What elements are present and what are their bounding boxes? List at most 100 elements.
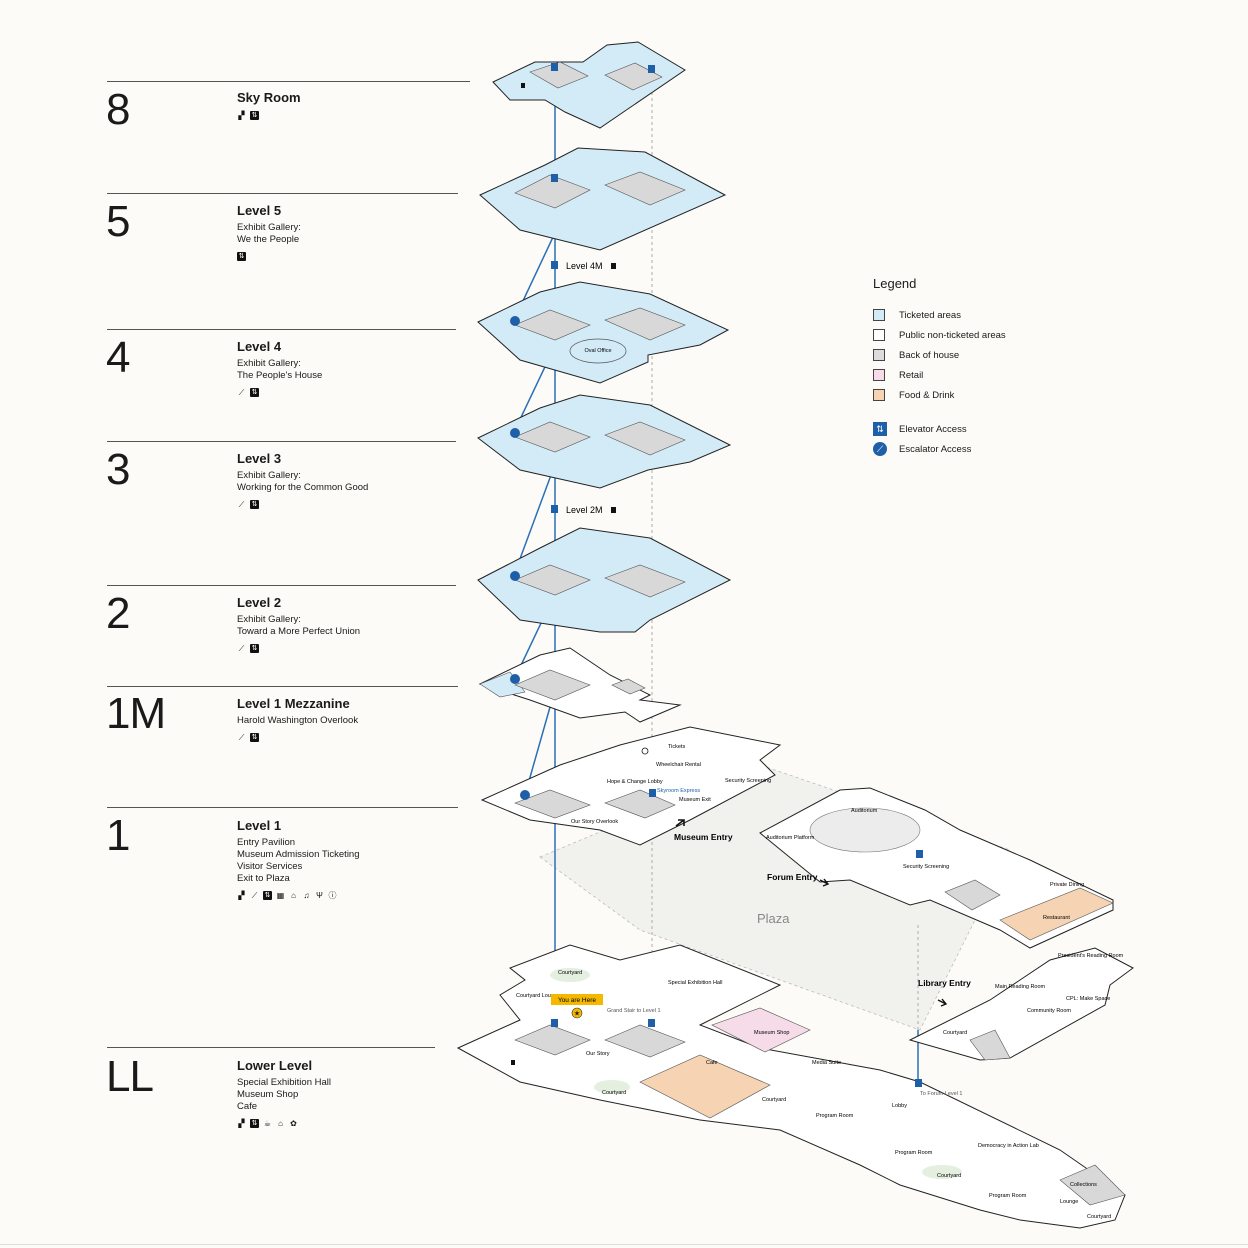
elevator-icon bbox=[551, 174, 558, 182]
floor-level-3 bbox=[477, 394, 732, 489]
divider-5 bbox=[107, 193, 458, 194]
floor-level-1: Tickets Wheelchair Rental Hope & Change … bbox=[480, 726, 782, 846]
map-label: Wheelchair Rental bbox=[656, 762, 701, 768]
amenity-icons: ⟋ ⇅ bbox=[237, 733, 467, 742]
level-title: Sky Room bbox=[237, 90, 301, 105]
food-icon: Ψ bbox=[316, 890, 323, 900]
shop-icon: ⌂ bbox=[278, 1118, 283, 1128]
hearing-icon: ♫ bbox=[303, 890, 310, 900]
level-4m-marker: Level 4M bbox=[551, 261, 616, 271]
map-label: Collections bbox=[1070, 1182, 1097, 1188]
level-number: 4 bbox=[106, 333, 131, 382]
map-label: President's Reading Room bbox=[1058, 953, 1124, 959]
elevator-icon: ⇅ bbox=[250, 644, 259, 653]
garden-icon: ✿ bbox=[290, 1118, 297, 1128]
map-label: Courtyard bbox=[602, 1090, 626, 1096]
info-icon: ⓘ bbox=[328, 890, 337, 900]
entry-arrow-icon bbox=[819, 878, 830, 887]
map-label: Lobby bbox=[892, 1103, 907, 1109]
swatch-back-of-house bbox=[873, 349, 885, 361]
elevator-icon: ⇅ bbox=[237, 252, 246, 261]
escalator-icon bbox=[510, 674, 520, 684]
floor-level-4: Oval Office bbox=[477, 281, 730, 384]
legend-item: ⟋ Escalator Access bbox=[873, 439, 1093, 459]
map-label: Program Room bbox=[989, 1193, 1027, 1199]
map-label: Level 2M bbox=[566, 505, 603, 515]
floor-level-2 bbox=[477, 527, 732, 633]
level-title: Level 1 Mezzanine bbox=[237, 696, 350, 711]
level-line: Working for the Common Good bbox=[237, 482, 369, 493]
elevator-icon: ⇅ bbox=[873, 422, 887, 436]
svg-text:★: ★ bbox=[574, 1010, 580, 1018]
you-are-here-marker[interactable]: You are Here ★ bbox=[551, 994, 603, 1019]
escalator-icon bbox=[510, 428, 520, 438]
legend-label: Ticketed areas bbox=[899, 309, 961, 321]
level-line: Exit to Plaza bbox=[237, 873, 290, 884]
level-line: Toward a More Perfect Union bbox=[237, 626, 361, 637]
map-label: Courtyard Lounge bbox=[516, 993, 560, 999]
map-label: Forum Entry bbox=[767, 872, 818, 882]
map-label: Lounge bbox=[1060, 1199, 1078, 1205]
restroom-icon: ▞ bbox=[238, 110, 245, 120]
map-label: Democracy in Action Lab bbox=[978, 1143, 1039, 1149]
elevator-icon bbox=[916, 850, 923, 858]
amenity-icons: ⇅ bbox=[237, 252, 467, 261]
escalator-icon: ⟋ bbox=[238, 732, 245, 742]
map-label: Courtyard bbox=[1087, 1214, 1111, 1220]
restroom-icon bbox=[521, 83, 525, 88]
floor-level-5 bbox=[479, 147, 727, 251]
you-are-here-label: You are Here bbox=[558, 997, 596, 1004]
map-label: Museum Entry bbox=[674, 832, 733, 842]
level-title: Level 4 bbox=[237, 339, 282, 354]
map-label: Restaurant bbox=[1043, 915, 1070, 921]
amenity-icons: ⟋ ⇅ bbox=[237, 388, 467, 397]
swatch-retail bbox=[873, 369, 885, 381]
level-info-4: Level 4 Exhibit Gallery: The People's Ho… bbox=[237, 339, 467, 397]
map-label: Grand Stair to Level 1 bbox=[607, 1008, 661, 1014]
map-label: Program Room bbox=[816, 1113, 854, 1119]
level-number: 1M bbox=[106, 689, 166, 738]
legend-item: Retail bbox=[873, 365, 1093, 385]
elevator-icon bbox=[649, 789, 656, 797]
legend-label: Escalator Access bbox=[899, 443, 972, 455]
elevator-icon bbox=[648, 65, 655, 73]
elevator-icon: ⇅ bbox=[250, 388, 259, 397]
legend-item: Back of house bbox=[873, 345, 1093, 365]
legend-label: Food & Drink bbox=[899, 389, 955, 401]
elevator-icon: ⇅ bbox=[263, 891, 272, 900]
bottom-border bbox=[0, 1244, 1248, 1245]
entry-arrow-icon bbox=[937, 998, 948, 1007]
map-label: Museum Exit bbox=[679, 797, 711, 803]
amenity-icons: ⟋ ⇅ bbox=[237, 644, 467, 653]
map-label: Courtyard bbox=[762, 1097, 786, 1103]
coat-check-icon: ⌂ bbox=[291, 890, 296, 900]
legend-title: Legend bbox=[873, 276, 917, 291]
level-line: Exhibit Gallery: bbox=[237, 222, 301, 233]
star-icon bbox=[571, 1007, 583, 1019]
divider-4 bbox=[107, 329, 456, 330]
map-label: Auditorium Platform bbox=[766, 835, 815, 841]
map-label: Courtyard bbox=[937, 1173, 961, 1179]
swatch-public bbox=[873, 329, 885, 341]
map-label: Museum Shop bbox=[754, 1030, 789, 1036]
map-label: Auditorium bbox=[851, 808, 878, 814]
elevator-icon: ⇅ bbox=[250, 733, 259, 742]
entry-arrow-icon bbox=[675, 819, 685, 827]
level-number: 2 bbox=[106, 589, 131, 638]
restroom-icon bbox=[511, 1060, 515, 1065]
info-icon bbox=[641, 747, 649, 755]
map-label: Media Suite bbox=[812, 1060, 841, 1066]
level-line: Museum Admission Ticketing bbox=[237, 849, 360, 860]
elevator-icon bbox=[551, 63, 558, 71]
level-number: 3 bbox=[106, 445, 131, 494]
level-info-3: Level 3 Exhibit Gallery: Working for the… bbox=[237, 451, 467, 509]
legend-label: Retail bbox=[899, 369, 924, 381]
divider-2 bbox=[107, 585, 456, 586]
level-info-5: Level 5 Exhibit Gallery: We the People ⇅ bbox=[237, 203, 467, 261]
restroom-icon bbox=[611, 507, 616, 513]
level-line: Visitor Services bbox=[237, 861, 303, 872]
elevator-icon bbox=[551, 1019, 558, 1027]
legend-item: Ticketed areas bbox=[873, 305, 1093, 325]
map-label: Tickets bbox=[668, 744, 685, 750]
level-line: Entry Pavilion bbox=[237, 837, 296, 848]
